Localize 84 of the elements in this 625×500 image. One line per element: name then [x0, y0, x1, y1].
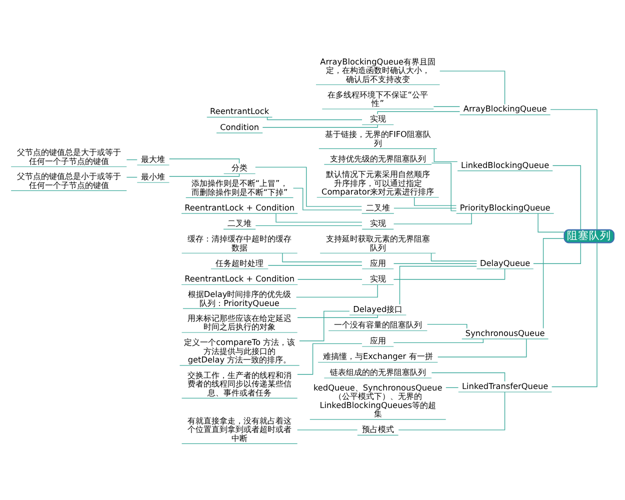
node-text: LinkedBlockingQueue — [461, 159, 550, 170]
connector — [552, 242, 598, 387]
node-text: 根据Delay时间排序的优先级队列：PriorityQueue — [188, 288, 292, 308]
node-text: ArrayBlockingQueue有界且固定，在构造函数时确认大小，确认后不支持改变 — [320, 56, 436, 84]
connector — [255, 224, 362, 226]
node-text: 最大堆 — [141, 153, 166, 164]
node-text: 一个没有容量的阻塞队列 — [334, 319, 422, 330]
node-text: 分类 — [232, 162, 248, 172]
connector — [431, 162, 457, 211]
node-text: 支持优先级的无界阻塞队列 — [330, 152, 426, 163]
connector — [439, 70, 506, 104]
node-text: 基于链接，无界的FIFO阻塞队列 — [324, 128, 431, 148]
connector — [550, 108, 598, 230]
connector — [533, 242, 581, 264]
connector — [262, 124, 378, 128]
connector — [399, 265, 477, 304]
connector — [276, 212, 362, 222]
connector — [292, 187, 362, 210]
node-text: 父节点的键值总是小于或等于任何一个子节点的键值 — [16, 170, 121, 190]
connector — [431, 372, 506, 382]
node-text: 交换工作，生产者的线程和消费者的线程同步以传递某些信息、事件或者任务 — [188, 369, 292, 397]
connector — [446, 386, 459, 388]
node-text: ArrayBlockingQueue — [463, 103, 547, 114]
connector — [266, 116, 362, 120]
connector — [297, 278, 362, 280]
connector — [126, 158, 138, 160]
node-text: 难搞懂，与Exchanger 有一拼 — [322, 350, 433, 361]
node-text: 实现 — [370, 218, 386, 228]
node-text: ReentrantLock — [210, 106, 270, 116]
connector — [296, 429, 358, 430]
connector — [377, 110, 460, 114]
connector — [393, 212, 472, 224]
node-text: 缓存：清掉缓存中超时的缓存数据 — [188, 233, 292, 252]
node-text: 支持延时获取元素的无界阻塞队列 — [326, 233, 430, 252]
connector — [169, 173, 240, 176]
node-text: 添加操作则是不断“上冒”，而删除操作则是不断“下掉” — [191, 178, 288, 196]
node-text: LinkedTransferQueue — [462, 380, 548, 390]
connector — [434, 148, 458, 162]
node-text: DelayQueue — [480, 257, 530, 268]
connector — [538, 212, 565, 232]
connector — [297, 342, 362, 374]
node-text: Delayed接口 — [353, 303, 403, 314]
node-text: 有就直接拿走，没有就占着这个位置直到拿到或者超时或者中断 — [188, 414, 292, 442]
node-text: 用来标记那些应该在给定延迟时间之后执行的对象 — [188, 312, 292, 332]
connector — [552, 164, 581, 230]
connector — [393, 338, 484, 343]
node-text: 任务超时处理 — [216, 257, 264, 268]
connector — [393, 268, 506, 280]
connector — [299, 310, 350, 341]
node-text: 应用 — [370, 257, 386, 268]
connector — [398, 391, 506, 430]
connector — [430, 252, 478, 261]
connector — [426, 323, 468, 328]
connector — [255, 166, 362, 206]
node-text: SynchronousQueue — [465, 327, 545, 338]
connector — [437, 338, 527, 357]
connector — [296, 284, 378, 298]
node-text: 应用 — [370, 334, 386, 345]
connector — [282, 252, 362, 262]
node-text: ReentrantLock + Condition — [184, 202, 295, 212]
node-text: PriorityBlockingQueue — [460, 202, 550, 212]
node-box: 阻塞队列 — [564, 228, 614, 243]
connector — [394, 207, 457, 208]
node-text: 实现 — [370, 113, 386, 124]
node-text: 父节点的键值总是大于或等于任何一个子节点的键值 — [16, 146, 121, 166]
connector — [297, 314, 378, 318]
node-text: 在多线程环境下不保证“公平性” — [328, 88, 428, 108]
connector — [268, 264, 362, 266]
node-text: 二叉堆 — [228, 218, 252, 228]
node-text: 最小堆 — [141, 170, 166, 181]
node-text: kedQueue、SynchronousQueue（公平模式下）、无界的LinkedBlockingQueues等的超集 — [313, 382, 442, 418]
node-text: 定义一个compareTo 方法，该方法提供与此接口的 getDelay 方法一致的排序。 — [184, 336, 296, 364]
connector — [393, 262, 478, 264]
node-text: ReentrantLock + Condition — [184, 273, 295, 284]
connector — [414, 196, 457, 206]
connector — [126, 176, 138, 178]
node-text: 二叉堆 — [366, 202, 390, 212]
node-text: 预占模式 — [362, 424, 394, 434]
node-text: Condition — [220, 121, 260, 132]
node-text: 默认情况下元素采用自然顺序升序排序，可以通过指定Comparator来对元素进行排序 — [322, 168, 434, 196]
node-text: 实现 — [370, 273, 386, 284]
node-text: 链表组成的的无界阻塞队列 — [330, 366, 426, 376]
connector — [542, 238, 564, 328]
connector — [169, 158, 240, 164]
